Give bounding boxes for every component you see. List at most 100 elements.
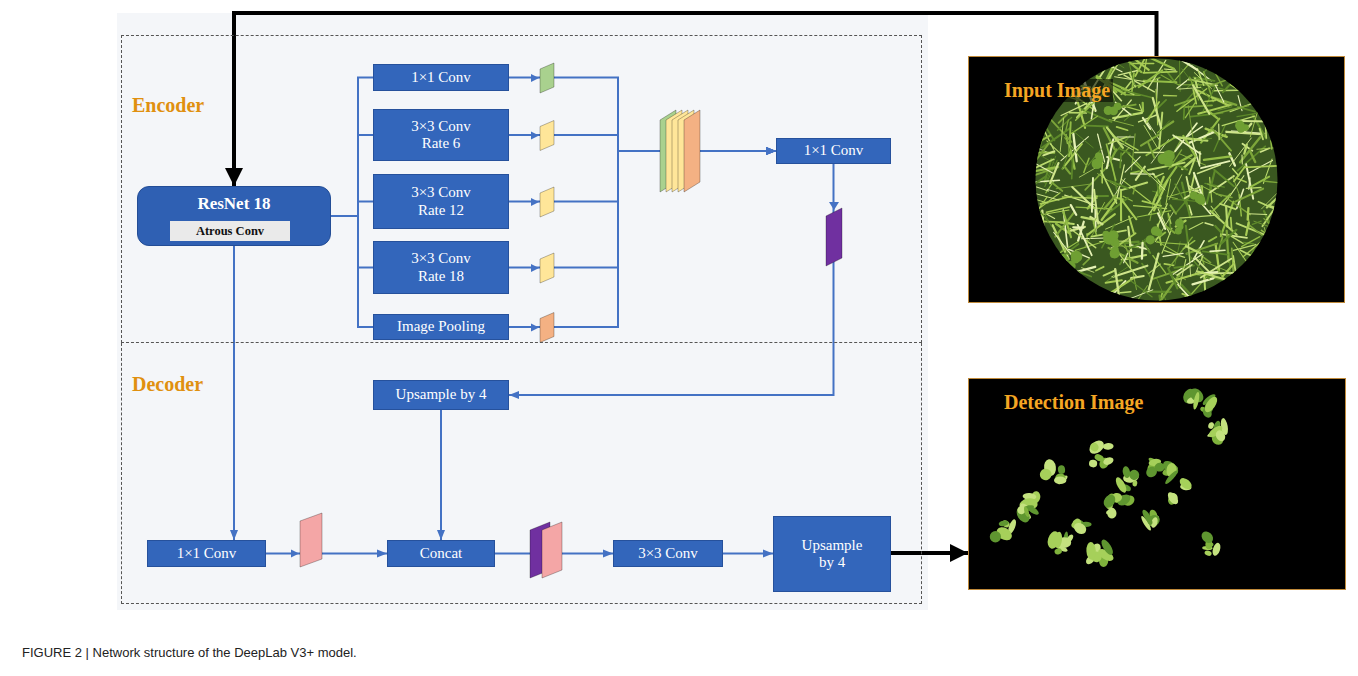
grass-blade	[1048, 116, 1072, 142]
detection-photo	[968, 378, 1346, 590]
encoder-region: EncoderResNet 18Atrous Conv 1×1 Conv 3×3 C…	[121, 35, 922, 343]
grass-blade	[1027, 159, 1054, 171]
leaf-blob	[1106, 510, 1115, 515]
grass-blade	[1161, 75, 1179, 85]
backbone-box: ResNet 18Atrous Conv	[137, 186, 331, 246]
grass-blade	[1083, 259, 1089, 265]
grass-blade	[1232, 248, 1234, 276]
grass-blade	[1214, 124, 1226, 151]
leaf-blob	[1089, 459, 1098, 468]
leaf-blob	[1202, 395, 1219, 415]
region-title: Decoder	[132, 373, 203, 396]
grass-blade	[1241, 120, 1276, 123]
clover-leaf	[1146, 235, 1155, 244]
grass-blade	[1250, 151, 1255, 162]
clover-leaf	[1110, 248, 1120, 258]
grass-blade	[1178, 285, 1196, 305]
layer-box: 3×3 Conv	[613, 540, 723, 567]
grass-blade	[1201, 119, 1219, 143]
grass-blade	[1047, 189, 1058, 192]
grass-blade	[1050, 163, 1058, 183]
leaf-blob	[1178, 476, 1194, 491]
image-panel: Input Image	[968, 56, 1345, 303]
feature-map	[540, 313, 554, 343]
grass-blade	[1140, 105, 1143, 113]
leaf-blob	[1054, 547, 1063, 555]
grass-blade	[1092, 178, 1093, 212]
clover-leaf	[1164, 157, 1173, 166]
grass-blade	[1212, 194, 1231, 212]
leaf-blob	[1093, 453, 1104, 463]
connector	[440, 410, 442, 540]
module-tag: Atrous Conv	[170, 221, 290, 241]
grass-blade	[1181, 284, 1205, 309]
grass-blade	[1168, 213, 1171, 223]
grass-blade	[1058, 118, 1072, 131]
leaf-blob	[1166, 490, 1180, 506]
feature-map	[540, 253, 554, 283]
grass-blade	[1107, 128, 1123, 148]
figure-caption: FIGURE 2 | Network structure of the Deep…	[22, 645, 357, 660]
grass-blade	[1042, 128, 1070, 147]
grass-blade	[1155, 212, 1173, 242]
grass-blade	[1193, 85, 1209, 114]
grass-blade	[1262, 210, 1273, 227]
grass-blade	[1109, 120, 1133, 126]
layer-label: 1×1 Conv	[411, 69, 471, 86]
layer-box: 1×1 Conv	[147, 540, 266, 567]
figure-panel	[117, 13, 928, 610]
grass-blade	[1147, 102, 1160, 123]
grass-blade	[1121, 292, 1131, 293]
grass-blade	[1208, 184, 1219, 188]
arrow-head	[531, 74, 539, 82]
grass-blade	[1257, 147, 1288, 150]
grass-blade	[1252, 221, 1261, 224]
grass-blade	[1107, 144, 1116, 180]
grass-blade	[1249, 225, 1262, 235]
grass-blade	[1189, 157, 1195, 174]
feature-map	[540, 187, 554, 217]
grass-blade	[1073, 134, 1076, 162]
image-panel: Detection Image	[968, 378, 1346, 590]
layer-box: Image Pooling	[373, 314, 509, 340]
region-title: Encoder	[132, 94, 204, 117]
grass-blade	[1081, 125, 1108, 126]
input-photo	[968, 56, 1345, 303]
grass-blade	[1247, 208, 1250, 219]
arrow-head	[531, 324, 539, 332]
layer-box: Upsample by 4	[773, 516, 891, 592]
grass-blade	[1249, 178, 1250, 189]
grass-blade	[1218, 124, 1220, 140]
grass-blade	[1078, 272, 1091, 277]
layer-box: 3×3 Conv Rate 12	[373, 174, 509, 229]
grass-blade	[1240, 137, 1260, 162]
layer-label: Image Pooling	[397, 318, 485, 335]
leaf-blob	[1023, 506, 1030, 518]
grass-blade	[1221, 230, 1236, 244]
connector	[509, 151, 776, 327]
grass-blade	[1167, 196, 1178, 199]
grass-blade	[1259, 202, 1290, 216]
grass-blade	[1188, 79, 1201, 80]
decoder-region: DecoderUpsample by 41×1 ConvConcat3×3 Co…	[121, 343, 922, 604]
grass-blade	[1155, 121, 1170, 137]
grass-blade	[1153, 98, 1161, 128]
grass-blade	[1188, 105, 1193, 142]
clover-leaf	[1066, 261, 1076, 271]
grass-blade	[1125, 82, 1131, 90]
grass-blade	[1038, 221, 1069, 223]
clover-leaf	[1104, 106, 1113, 115]
grass-blade	[1205, 100, 1216, 101]
leaf-blob	[1087, 438, 1107, 457]
grass-blade	[1119, 153, 1122, 167]
connector	[891, 551, 968, 555]
grass-blade	[1078, 225, 1092, 255]
grass-blade	[1041, 135, 1050, 140]
grass-blade	[1194, 73, 1211, 89]
layer-label: Concat	[420, 545, 463, 562]
caption-box: FIGURE 2 | Network structure of the Deep…	[22, 645, 357, 660]
grass-blade	[1160, 296, 1162, 306]
grass-blade	[1262, 189, 1282, 209]
clover-leaf	[1103, 231, 1110, 238]
layer-box: Upsample by 4	[373, 380, 509, 410]
